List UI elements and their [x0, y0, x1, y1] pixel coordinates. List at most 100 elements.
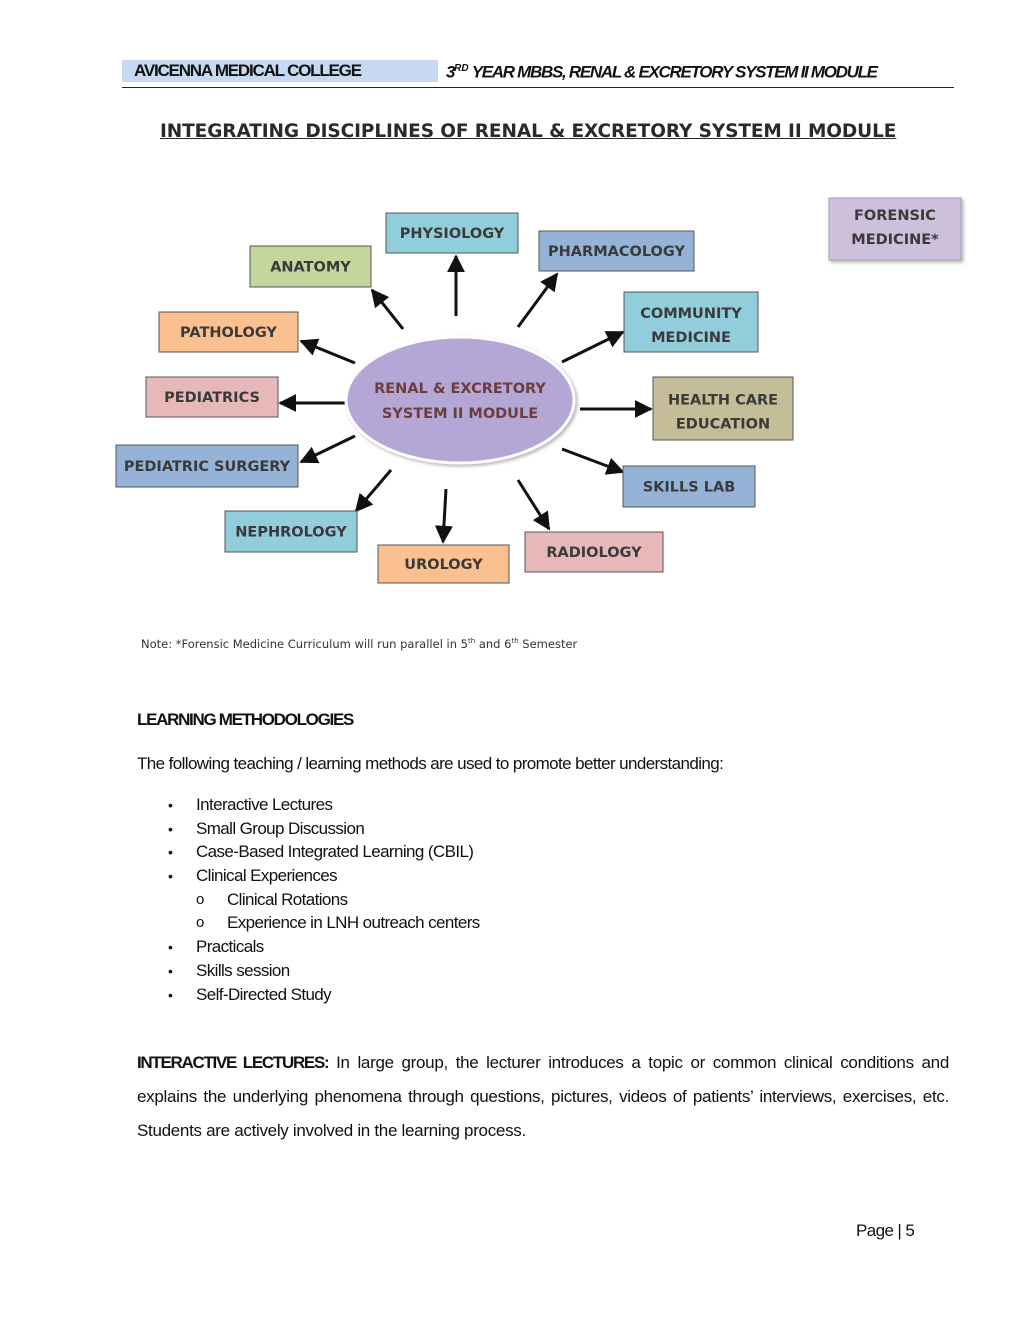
discipline-rect	[158, 311, 299, 353]
discipline-box-pathology: PATHOLOGY	[158, 311, 299, 353]
note-suffix: Semester	[518, 637, 578, 651]
connector-arrow	[561, 330, 625, 364]
list-item: • Clinical Experiences	[137, 865, 837, 889]
forensic-line1: FORENSIC	[854, 208, 936, 224]
list-item-text: Interactive Lectures	[196, 795, 333, 814]
header-divider	[122, 87, 954, 88]
module-header: 3RD YEAR MBBS, RENAL & EXCRETORY SYSTEM …	[446, 58, 878, 84]
connector-arrow	[561, 447, 625, 475]
connector-arrow	[516, 479, 551, 531]
discipline-label: ANATOMY	[270, 260, 351, 276]
interactive-lectures-label: INTERACTIVE LECTURES:	[137, 1053, 330, 1072]
forensic-note: Note: *Forensic Medicine Curriculum will…	[141, 637, 577, 651]
sub-list-item: o Clinical Rotations	[137, 889, 837, 913]
sub-list-item: o Experience in LNH outreach centers	[137, 912, 837, 936]
list-item-text: Experience in LNH outreach centers	[227, 913, 480, 933]
center-module-line2: SYSTEM II MODULE	[382, 406, 538, 422]
discipline-rect	[652, 376, 794, 441]
forensic-medicine-rect	[828, 197, 962, 261]
center-module-line1: RENAL & EXCRETORY	[374, 381, 546, 397]
discipline-rect	[623, 291, 759, 353]
year-suffix: RD	[454, 63, 469, 74]
list-item-text: Practicals	[196, 937, 264, 957]
discipline-box-urology: UROLOGY	[377, 544, 510, 584]
connector-arrow	[299, 338, 356, 365]
connector-arrow	[434, 488, 453, 544]
note-sup-1: th	[468, 637, 476, 646]
discipline-rect	[224, 510, 358, 553]
list-item-text: Clinical Experiences	[196, 866, 338, 886]
note-mid: and 6	[475, 637, 512, 651]
page-number-value: 5	[905, 1221, 915, 1240]
connector-arrow	[370, 288, 405, 330]
discipline-label: NEPHROLOGY	[235, 525, 347, 541]
list-item: • Practicals	[137, 936, 837, 960]
list-item-text: Small Group Discussion	[196, 818, 365, 838]
diagram-title: INTEGRATING DISCIPLINES OF RENAL & EXCRE…	[160, 121, 897, 142]
list-item: • Small Group Discussion	[137, 818, 837, 842]
connector-arrow	[299, 434, 356, 464]
module-header-text: YEAR MBBS, RENAL & EXCRETORY SYSTEM II M…	[468, 62, 878, 82]
discipline-label-line2: MEDICINE	[651, 330, 731, 346]
center-module-ellipse	[344, 335, 576, 465]
list-item: • Case-Based Integrated Learning (CBIL)	[137, 841, 837, 865]
bullet-icon: •	[168, 844, 173, 861]
discipline-label: PHYSIOLOGY	[400, 226, 505, 242]
learning-methodologies-heading: LEARNING METHODOLOGIES	[137, 710, 354, 729]
discipline-box-pediatric-surgery: PEDIATRIC SURGERY	[115, 444, 299, 488]
connector-arrow	[516, 272, 559, 328]
circle-bullet-icon: o	[196, 914, 204, 932]
discipline-label-line2: EDUCATION	[676, 417, 770, 433]
page-number: Page | 5	[856, 1221, 915, 1241]
bullet-icon: •	[168, 820, 173, 837]
discipline-box-physiology: PHYSIOLOGY	[385, 212, 519, 254]
discipline-diagram: PHYSIOLOGYPHARMACOLOGYCOMMUNITYMEDICINEH…	[115, 197, 962, 584]
discipline-rect	[115, 444, 299, 488]
connector-arrow	[354, 469, 393, 513]
discipline-label: PHARMACOLOGY	[548, 244, 685, 260]
bullet-icon: •	[168, 939, 173, 956]
college-name: AVICENNA MEDICAL COLLEGE	[122, 60, 438, 82]
list-item: • Interactive Lectures	[137, 794, 837, 818]
page-label: Page |	[856, 1221, 906, 1240]
year-number: 3	[446, 62, 455, 82]
discipline-box-radiology: RADIOLOGY	[524, 531, 664, 573]
discipline-box-anatomy: ANATOMY	[249, 245, 372, 288]
center-module: RENAL & EXCRETORY SYSTEM II MODULE	[344, 335, 576, 465]
discipline-rect	[538, 230, 695, 272]
discipline-rect	[524, 531, 664, 573]
forensic-line2: MEDICINE*	[851, 232, 939, 248]
list-item-text: Self-Directed Study	[196, 984, 332, 1004]
learning-intro: The following teaching / learning method…	[137, 754, 724, 773]
circle-bullet-icon: o	[196, 890, 204, 908]
note-sup-2: th	[511, 637, 519, 646]
connector-arrows	[278, 254, 653, 544]
discipline-boxes: PHYSIOLOGYPHARMACOLOGYCOMMUNITYMEDICINEH…	[115, 212, 794, 584]
discipline-box-pharmacology: PHARMACOLOGY	[538, 230, 695, 272]
discipline-box-skills-lab: SKILLS LAB	[622, 465, 756, 508]
discipline-rect	[622, 465, 756, 508]
discipline-label: PEDIATRIC SURGERY	[124, 459, 291, 475]
list-item: • Self-Directed Study	[137, 984, 837, 1008]
interactive-lectures-text: In large group, the lecturer introduces …	[137, 1053, 949, 1140]
discipline-label: UROLOGY	[404, 557, 483, 573]
list-item-text: Clinical Rotations	[227, 889, 348, 909]
bullet-icon: •	[168, 797, 173, 813]
discipline-box-nephrology: NEPHROLOGY	[224, 510, 358, 553]
discipline-rect	[249, 245, 372, 288]
interactive-lectures-paragraph: INTERACTIVE LECTURES: In large group, th…	[137, 1046, 949, 1148]
note-prefix: Note: *Forensic Medicine Curriculum will…	[141, 637, 468, 651]
discipline-rect	[145, 376, 279, 418]
discipline-label: RADIOLOGY	[546, 545, 642, 561]
discipline-label: SKILLS LAB	[643, 480, 736, 496]
list-item-text: Skills session	[196, 960, 290, 980]
bullet-icon: •	[168, 868, 173, 885]
bullet-icon: •	[168, 986, 173, 1003]
discipline-label: PATHOLOGY	[180, 325, 277, 341]
list-item-text: Case-Based Integrated Learning (CBIL)	[196, 842, 474, 862]
bullet-icon: •	[168, 962, 173, 979]
discipline-box-pediatrics: PEDIATRICS	[145, 376, 279, 418]
discipline-rect	[377, 544, 510, 584]
forensic-medicine-box: FORENSIC MEDICINE*	[828, 197, 962, 261]
